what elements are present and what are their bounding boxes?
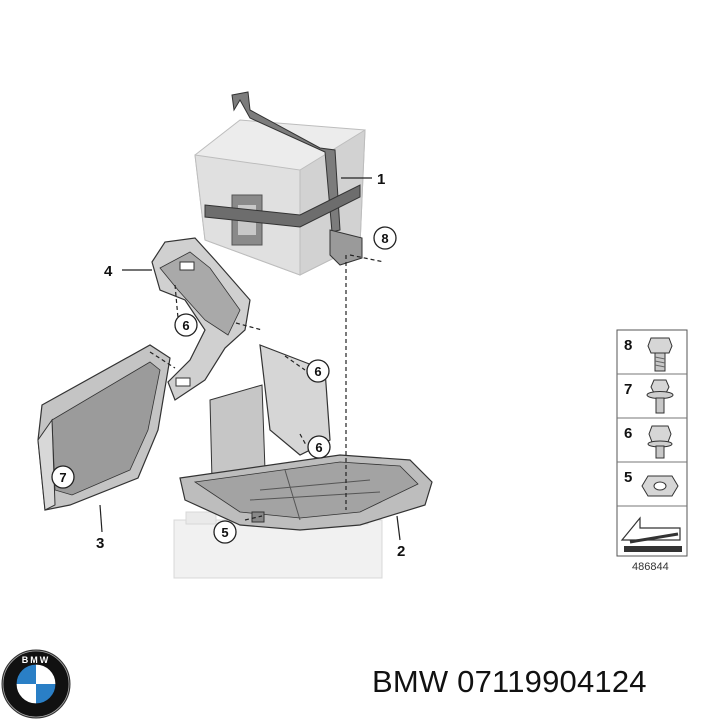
callout-2: 2 bbox=[397, 543, 405, 560]
support-bracket-illustration bbox=[151, 237, 251, 401]
legend-label-5: 5 bbox=[624, 469, 632, 486]
circled-ref-5: 5 bbox=[213, 520, 237, 544]
lower-battery-illustration bbox=[173, 511, 383, 579]
callout-1: 1 bbox=[377, 171, 385, 188]
battery-illustration bbox=[194, 91, 366, 276]
circled-ref-6-upper: 6 bbox=[174, 313, 198, 337]
circled-ref-5-label: 5 bbox=[221, 525, 228, 540]
fastener-legend: 8 7 6 5 bbox=[616, 329, 688, 557]
reference-number: 486844 bbox=[632, 561, 669, 573]
callout-3: 3 bbox=[96, 535, 104, 552]
circled-ref-8: 8 bbox=[373, 226, 397, 250]
leader-lines bbox=[99, 177, 401, 541]
circled-ref-6-middle-label: 6 bbox=[314, 364, 321, 379]
hex-bolt-icon bbox=[647, 337, 673, 372]
direction-arrow-icon bbox=[620, 516, 682, 552]
hex-nut-icon bbox=[641, 475, 679, 497]
circled-ref-7-label: 7 bbox=[59, 470, 66, 485]
flange-bolt-icon bbox=[646, 379, 674, 414]
battery-tray-illustration bbox=[179, 344, 433, 531]
bmw-logo-icon: BMW bbox=[1, 649, 71, 719]
legend-label-7: 7 bbox=[624, 381, 632, 398]
circled-ref-6-lower-label: 6 bbox=[315, 440, 322, 455]
assembly-lines bbox=[149, 254, 385, 521]
legend-label-8: 8 bbox=[624, 337, 632, 354]
circled-ref-7: 7 bbox=[51, 465, 75, 489]
circled-ref-6-lower: 6 bbox=[307, 435, 331, 459]
part-number-caption: BMW 07119904124 bbox=[372, 664, 647, 699]
callout-4: 4 bbox=[104, 263, 113, 280]
bmw-logo-letters: BMW bbox=[22, 655, 51, 665]
hex-bolt-short-icon bbox=[647, 425, 673, 459]
circled-ref-8-label: 8 bbox=[381, 231, 388, 246]
circled-ref-6-upper-label: 6 bbox=[182, 318, 189, 333]
legend-label-6: 6 bbox=[624, 425, 632, 442]
circled-ref-6-middle: 6 bbox=[306, 359, 330, 383]
